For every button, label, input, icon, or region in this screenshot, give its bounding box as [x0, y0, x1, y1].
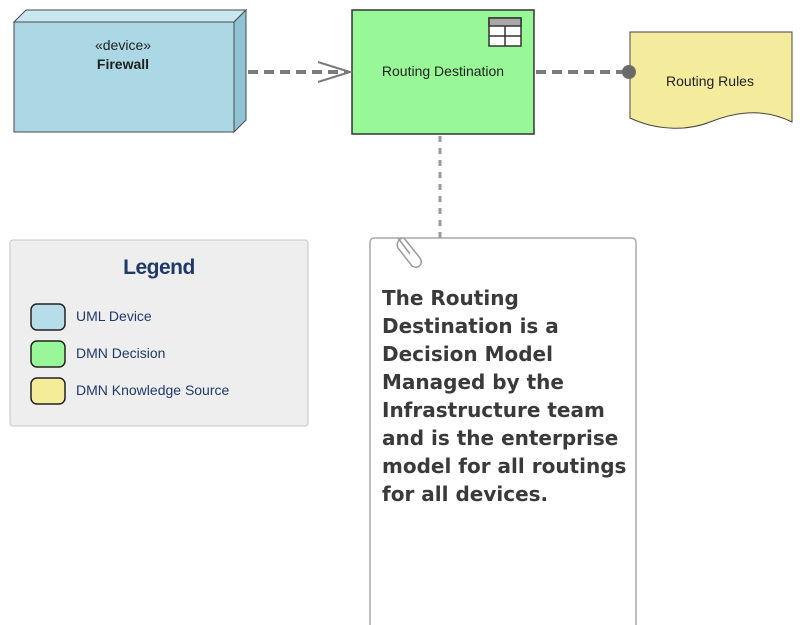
- firewall-name: Firewall: [96, 56, 150, 72]
- firewall-stereotype: «device»: [94, 37, 152, 53]
- legend-label-dmn-decision: DMN Decision: [76, 345, 166, 361]
- legend-swatch-dmn-knowledge-source: [30, 377, 66, 405]
- legend-swatch-dmn-decision: [30, 340, 66, 368]
- decision-table-icon: [488, 17, 522, 47]
- note-text: The Routing Destination is a Decision Mo…: [382, 286, 627, 506]
- firewall-device-node[interactable]: [12, 8, 248, 134]
- routing-destination-label: Routing Destination: [381, 63, 505, 79]
- legend-title: Legend: [123, 256, 195, 279]
- routing-rules-label: Routing Rules: [666, 73, 754, 89]
- firewall-to-decision-connector[interactable]: [248, 61, 354, 83]
- note-box[interactable]: [369, 237, 637, 625]
- legend-box[interactable]: [9, 239, 309, 427]
- legend-swatch-uml-device: [30, 303, 66, 331]
- legend-label-dmn-knowledge-source: DMN Knowledge Source: [76, 382, 230, 398]
- knowledge-requirement-connector[interactable]: [536, 65, 636, 79]
- paperclip-icon: [396, 237, 423, 269]
- routing-rules-knowledge-source-node[interactable]: [629, 31, 793, 129]
- legend-label-uml-device: UML Device: [76, 308, 152, 324]
